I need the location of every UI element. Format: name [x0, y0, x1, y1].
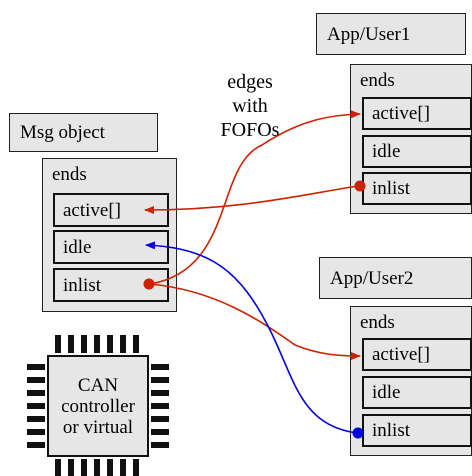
chip-pin — [151, 390, 169, 396]
user2-ends-label: ends — [360, 312, 395, 333]
chip-pin — [151, 429, 169, 435]
user1-inlist-dot — [354, 180, 366, 192]
chip-pin — [27, 403, 45, 409]
user1-slot-idle: idle — [362, 135, 472, 168]
edge-user1-inlist-to-msg-active — [144, 185, 359, 214]
user2-inlist-dot — [352, 427, 364, 439]
edge-msg-inlist-to-user2-active — [149, 283, 361, 360]
chip-pin — [55, 459, 61, 476]
chip-pin — [27, 442, 45, 448]
chip-pin — [94, 459, 100, 476]
chip-pin — [27, 416, 45, 422]
edges-caption-line-3: FOFOs — [220, 119, 280, 141]
edge-user2-inlist-to-msg-idle — [145, 241, 358, 434]
msg-slot-idle: idle — [53, 230, 169, 264]
chip-pin — [151, 403, 169, 409]
edge-msg-inlist-to-user1-active — [149, 110, 361, 285]
chip-line-2: controller — [61, 395, 135, 417]
user2-slot-inlist: inlist — [362, 414, 472, 447]
msg-ends-label: ends — [52, 164, 87, 185]
chip-body: CAN controller or virtual — [47, 355, 149, 457]
chip-line-3: or virtual — [62, 416, 134, 438]
chip-pin — [133, 459, 139, 476]
chip-pin — [27, 377, 45, 383]
chip-pin — [94, 335, 100, 353]
edges-caption-line-1: edges — [227, 71, 273, 93]
chip-pin — [151, 364, 169, 370]
user1-slot-active: active[] — [362, 97, 472, 130]
chip-pin — [107, 459, 113, 476]
chip-pin — [27, 429, 45, 435]
user1-title: App/User1 — [316, 13, 466, 55]
chip-line-1: CAN — [77, 374, 119, 396]
edges-caption: edges with FOFOs — [205, 70, 295, 142]
user2-slot-idle: idle — [362, 376, 472, 409]
chip-pin — [68, 459, 74, 476]
chip-pin — [151, 377, 169, 383]
chip-pin — [120, 335, 126, 353]
chip-pin — [151, 442, 169, 448]
chip-pin — [27, 390, 45, 396]
user2-title: App/User2 — [319, 257, 472, 299]
chip-pin — [133, 335, 139, 353]
chip-pin — [107, 335, 113, 353]
chip-pin — [81, 459, 87, 476]
chip-pin — [81, 335, 87, 353]
msg-object-title: Msg object — [9, 113, 158, 152]
msg-inlist-dot — [143, 278, 155, 290]
user2-slot-active: active[] — [362, 338, 472, 371]
chip-pin — [151, 416, 169, 422]
chip-pin — [55, 335, 61, 353]
chip-pin — [120, 459, 126, 476]
user1-ends-label: ends — [360, 70, 395, 91]
user1-slot-inlist: inlist — [362, 172, 472, 205]
chip-pin — [27, 364, 45, 370]
chip-pin — [68, 335, 74, 353]
edges-caption-line-2: with — [232, 95, 268, 117]
